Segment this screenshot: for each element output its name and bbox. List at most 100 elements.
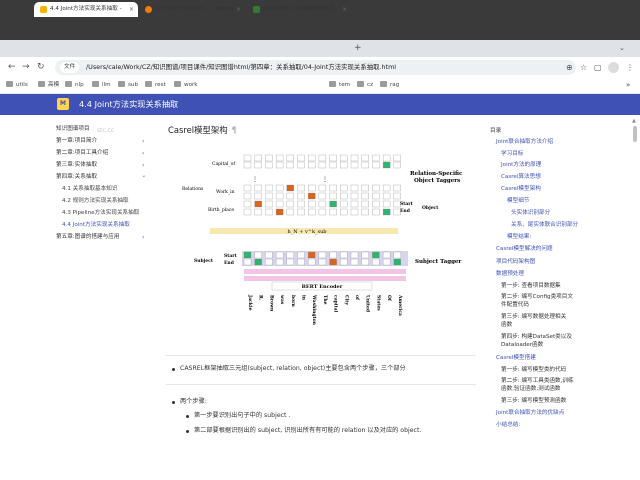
- tagger-cell: [243, 251, 252, 259]
- bookmarks-overflow-icon[interactable]: »: [626, 81, 631, 89]
- tagger-cell: [308, 251, 316, 259]
- tagger-cell: [350, 192, 359, 200]
- encoder-label: BERT Encoder: [302, 284, 343, 290]
- sidebar-item-chapter1[interactable]: 第一章:项目简介: [56, 138, 98, 144]
- toc-item[interactable]: 函数,验证函数,测试函数: [501, 386, 561, 392]
- chevron-right-icon[interactable]: ›: [142, 138, 145, 145]
- tab-search-icon[interactable]: ⌄: [619, 44, 625, 52]
- toc-item[interactable]: 第一步: 编写模型类的代码: [501, 367, 567, 373]
- tagger-cell: [286, 161, 294, 169]
- toc-item[interactable]: Casrel算法思想: [501, 174, 541, 180]
- chevron-right-icon[interactable]: ›: [142, 150, 145, 157]
- url-text[interactable]: /Users/cale/Work/CZ/知识图谱/项目课件/知识图谱html/第…: [86, 63, 397, 71]
- json-favicon-icon: [253, 6, 260, 13]
- profile-avatar[interactable]: [608, 62, 619, 73]
- tagger-cell: [340, 208, 348, 216]
- bookmark-rag[interactable]: rag: [380, 80, 399, 91]
- toc-item[interactable]: 第一步: 查看项目数据集: [501, 283, 561, 289]
- new-tab-icon[interactable]: +: [354, 43, 362, 53]
- toc-item[interactable]: 小结总结:: [496, 422, 521, 428]
- toc-item[interactable]: Dataloader函数: [501, 342, 544, 348]
- chevron-right-icon[interactable]: ›: [142, 162, 145, 169]
- site-logo[interactable]: M: [57, 98, 69, 110]
- page-title: 4.4 Joint方法实现关系抽取: [79, 99, 179, 109]
- bookmark-rest[interactable]: rest: [145, 80, 166, 91]
- tagger-cell: [329, 184, 337, 192]
- toc-item[interactable]: 件配置代码: [501, 302, 529, 308]
- casrel-architecture-diagram: h_N + v^k_sub BERT Encoder Relations Cap…: [182, 154, 463, 326]
- sidebar-item-4-4[interactable]: 4.4 Joint方法实现关系抽取: [62, 222, 130, 228]
- tagger-cell: [340, 200, 348, 208]
- close-tab-icon[interactable]: ×: [128, 6, 134, 13]
- toc-item[interactable]: Casrel模型解决的问题: [496, 246, 553, 252]
- bookmark-sub[interactable]: sub: [118, 80, 138, 91]
- tagger-cell: [372, 154, 380, 162]
- toc-item[interactable]: Joint方法的原理: [501, 162, 542, 168]
- tab-label: %E7%9F%A5%E8... - Jupyte: [155, 6, 233, 12]
- bookmark-utils[interactable]: utils: [6, 80, 28, 91]
- chevron-down-icon[interactable]: ›: [140, 175, 147, 178]
- bookmark-cz[interactable]: cz: [357, 80, 373, 91]
- browser-menu-icon[interactable]: ⋮: [626, 63, 634, 72]
- tab-json[interactable]: JSON在线 | JSON解析格式化... ×: [247, 2, 351, 17]
- toc-item[interactable]: 项目代码架构图: [496, 259, 536, 265]
- toc-item[interactable]: 第四步: 构建DataSet类以及: [501, 334, 572, 340]
- bookmark-tem[interactable]: tem: [329, 80, 350, 91]
- toc-item[interactable]: Casrel模型搭建: [496, 355, 536, 361]
- toc-item[interactable]: 第二步: 编写工具类函数,训练: [501, 378, 574, 384]
- toc-item[interactable]: 函数: [501, 322, 513, 328]
- tagger-cell: [275, 154, 284, 162]
- folder-icon: [329, 80, 336, 87]
- bookmark-llm[interactable]: llm: [92, 80, 111, 91]
- scroll-up-icon[interactable]: ▲: [632, 118, 636, 124]
- tagger-cell: [382, 251, 391, 259]
- tagger-cell: [297, 192, 305, 200]
- toc-item[interactable]: 第三步: 编写数据处理相关: [501, 314, 567, 320]
- folder-icon: [6, 80, 13, 87]
- chevron-right-icon[interactable]: ›: [142, 234, 145, 241]
- close-tab-icon[interactable]: ×: [341, 6, 347, 13]
- reload-icon[interactable]: ↻: [37, 62, 45, 72]
- scrollbar-thumb[interactable]: [633, 126, 637, 142]
- tab-jupyter[interactable]: %E7%9F%A5%E8... - Jupyte ×: [139, 2, 245, 17]
- bookmark-work[interactable]: work: [174, 80, 198, 91]
- toc-item[interactable]: 第三步: 编写模型预测函数: [501, 398, 567, 404]
- back-icon[interactable]: ←: [8, 62, 16, 72]
- address-bar[interactable]: [55, 60, 576, 75]
- toc-item[interactable]: 关系、尾实体联合识别部分: [511, 222, 579, 228]
- sidebar-item-chapter5[interactable]: 第五章:图谱的搭建与应用: [56, 234, 120, 240]
- sidebar-item-4-2[interactable]: 4.2 规则方法实现关系抽取: [62, 198, 129, 204]
- toc-item[interactable]: 数据预处理: [496, 271, 524, 277]
- close-tab-icon[interactable]: ×: [235, 6, 241, 13]
- toc-item[interactable]: Joint联合抽取方法介绍: [496, 139, 554, 145]
- sidebar-item-chapter3[interactable]: 第三章:实体抽取: [56, 162, 98, 168]
- bookmark-nlp[interactable]: nlp: [65, 80, 84, 91]
- tagger-cell: [372, 161, 380, 169]
- toc-item[interactable]: 学习目标: [501, 151, 524, 157]
- toc-item[interactable]: 模型结果:: [507, 234, 532, 240]
- tagger-cell: [350, 200, 359, 208]
- sidebar-item-4-1[interactable]: 4.1 关系抽取基本知识: [62, 186, 118, 192]
- sidebar-item-4-3[interactable]: 4.3 Pipeline方法实现关系抽取: [62, 210, 140, 216]
- toc-item[interactable]: 模型细节: [507, 198, 530, 204]
- sidebar-item-chapter4[interactable]: 第四章:关系抽取: [56, 174, 98, 180]
- toc-item[interactable]: Casrel模型架构: [501, 186, 541, 192]
- bullet-dot: [172, 368, 175, 371]
- anchor-link[interactable]: ¶: [231, 125, 237, 135]
- extensions-icon[interactable]: ▢: [594, 63, 602, 72]
- bookmark-star-icon[interactable]: ☆: [580, 63, 588, 72]
- toc-item[interactable]: Joint联合抽取方法的优缺点: [496, 410, 565, 416]
- tab-joint-relation[interactable]: 4.4 Joint方法实现关系抽取 - ×: [34, 2, 138, 17]
- zoom-icon[interactable]: ⊕: [566, 63, 573, 72]
- sidebar-item-chapter2[interactable]: 第二章:项目工具介绍: [56, 150, 109, 156]
- tagger-cell: [382, 192, 391, 200]
- toc-item[interactable]: 头实体识别部分: [511, 210, 551, 216]
- tagger-cell: [286, 154, 294, 162]
- forward-icon[interactable]: →: [22, 62, 30, 72]
- bookmark-gaomo[interactable]: 高模: [38, 80, 59, 91]
- tagger-cell: [275, 251, 284, 259]
- tagger-cell: [329, 154, 337, 162]
- file-scheme-chip[interactable]: 文件: [60, 62, 80, 73]
- toc-item[interactable]: 第二步: 编写Config类项目文: [501, 294, 573, 300]
- input-token: born: [290, 295, 296, 308]
